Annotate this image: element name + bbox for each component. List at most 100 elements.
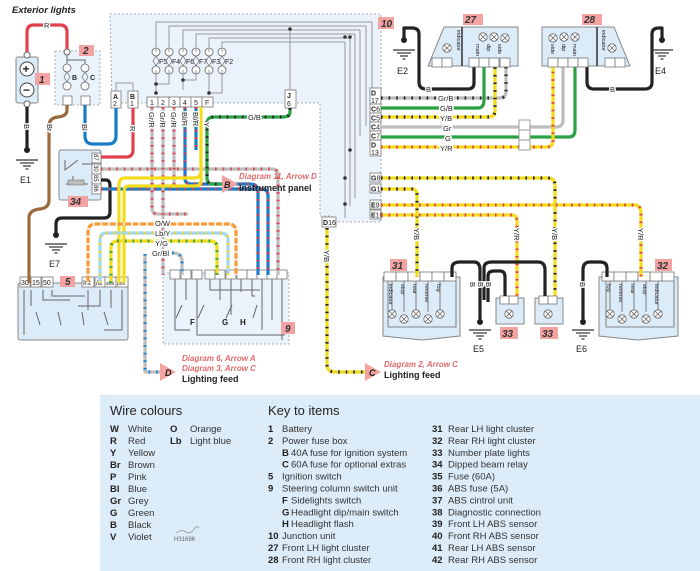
arrow-b-instrument-panel[interactable]: B Diagram 11, Arrow D Instrument panel xyxy=(222,172,317,193)
svg-text:Diagram 3, Arrow C: Diagram 3, Arrow C xyxy=(182,364,256,373)
wire-code: Y xyxy=(110,448,117,459)
drawing-reference: H31696 xyxy=(174,537,196,543)
rear-lh-badge: 31 xyxy=(392,261,404,272)
key-text: Front LH light cluster xyxy=(282,543,370,554)
number-plate-light-left xyxy=(495,295,525,325)
ignition-pin-label: pos xyxy=(117,281,126,287)
wire-code: R xyxy=(110,436,117,447)
key-number: 2 xyxy=(268,436,273,447)
wire-name: Blue xyxy=(128,484,147,495)
wire-tracer xyxy=(381,187,419,277)
lamp-icon xyxy=(435,309,445,319)
lamp-label: indicator xyxy=(653,284,659,305)
wire-tracer xyxy=(381,203,643,277)
lamp-label: indicator xyxy=(387,284,393,305)
key-text: Rear RH ABS sensor xyxy=(448,555,537,566)
switch-f-label: F xyxy=(190,318,195,327)
earth-e5-label: E5 xyxy=(473,344,484,354)
connector-label: C4 xyxy=(371,125,380,132)
wire-code: Bl xyxy=(110,484,120,495)
earth-e4-label: E4 xyxy=(655,66,666,76)
diagram-title: Exterior lights xyxy=(12,5,76,16)
wire-name: Black xyxy=(128,520,151,531)
wire-name: Orange xyxy=(190,424,222,435)
wire-tracer xyxy=(381,66,508,100)
steering-pin xyxy=(191,269,203,280)
lamp-icon xyxy=(387,309,397,319)
fuse-b-label: B xyxy=(72,75,77,82)
key-text: Ignition switch xyxy=(282,472,342,483)
key-number: 1 xyxy=(268,424,274,435)
connector-label: F xyxy=(205,100,209,107)
fuse-label: F5 xyxy=(159,59,167,66)
plate-badge-right: 33 xyxy=(542,329,554,340)
svg-text:Gr/R: Gr/R xyxy=(147,112,156,128)
arrow-c-lighting-feed[interactable]: C Diagram 2, Arrow C Lighting feed xyxy=(365,360,458,381)
key-number: 35 xyxy=(432,472,443,483)
key-number: 38 xyxy=(432,507,443,518)
lamp-label: reverse xyxy=(423,284,429,302)
relay-pin-label: 85 xyxy=(92,175,98,182)
key-text: Headlight flash xyxy=(291,519,354,530)
key-sub-letter: F xyxy=(282,495,288,506)
svg-text:Y/R: Y/R xyxy=(636,228,645,241)
key-text: Front RH light cluster xyxy=(282,555,371,566)
key-number: 42 xyxy=(432,555,443,566)
cluster-pin xyxy=(661,271,675,282)
key-number: 28 xyxy=(268,555,279,566)
svg-text:B: B xyxy=(468,282,477,287)
svg-text:Instrument panel: Instrument panel xyxy=(239,183,312,193)
key-number: 10 xyxy=(268,531,279,542)
key-sub-letter: G xyxy=(282,507,289,518)
earth-e6-label: E6 xyxy=(576,344,587,354)
key-number: 39 xyxy=(432,519,443,530)
steering-pin xyxy=(246,269,258,280)
ignition-switch xyxy=(17,282,129,341)
steering-pin xyxy=(214,269,226,280)
key-text: Rear LH ABS sensor xyxy=(448,543,536,554)
connector-label: 4 xyxy=(183,100,187,107)
steering-pin xyxy=(204,269,216,280)
svg-text:6: 6 xyxy=(287,101,291,108)
plate-badge-left: 33 xyxy=(502,329,514,340)
svg-text:Gr/B: Gr/B xyxy=(438,94,453,103)
key-number: 36 xyxy=(432,484,443,495)
key-text: Junction unit xyxy=(282,531,336,542)
ground-nodes xyxy=(24,37,665,325)
dipped-beam-relay xyxy=(58,149,102,201)
svg-text:O/W: O/W xyxy=(155,219,171,228)
key-text: Battery xyxy=(282,424,312,435)
legend-panel xyxy=(100,395,700,571)
svg-text:Y/R: Y/R xyxy=(440,144,453,153)
connector-label: G8 xyxy=(371,176,380,183)
key-number: 33 xyxy=(432,448,443,459)
arrow-d-lighting-feed[interactable]: D Diagram 6, Arrow A Diagram 3, Arrow C … xyxy=(160,354,256,384)
key-number: 41 xyxy=(432,543,443,554)
junction-badge-label: 10 xyxy=(381,19,393,30)
svg-text:Bl: Bl xyxy=(80,124,89,131)
svg-text:Lighting feed: Lighting feed xyxy=(182,374,239,384)
svg-text:Y/G: Y/G xyxy=(155,239,168,248)
svg-text:Br: Br xyxy=(45,124,54,132)
wire-tracer xyxy=(143,254,160,374)
svg-text:B: B xyxy=(476,282,485,287)
key-text: Power fuse box xyxy=(282,436,348,447)
wire-name: Violet xyxy=(128,532,152,543)
lamp-label: fog xyxy=(605,284,611,292)
lamp-label: fog xyxy=(435,284,441,292)
wire-name: Green xyxy=(128,508,154,519)
junction-nodes xyxy=(154,27,352,206)
svg-text:B: B xyxy=(22,124,31,129)
relay-pin-label: 30 xyxy=(92,165,98,172)
cluster-pin xyxy=(383,271,397,282)
wire-code: P xyxy=(110,472,117,483)
cluster-pin xyxy=(431,271,445,282)
wire-tracer xyxy=(325,228,365,374)
svg-text:Y/B: Y/B xyxy=(440,114,452,123)
fuse-label: F6 xyxy=(186,59,194,66)
svg-text:Diagram 2, Arrow C: Diagram 2, Arrow C xyxy=(384,360,458,369)
svg-text:B: B xyxy=(578,282,587,287)
